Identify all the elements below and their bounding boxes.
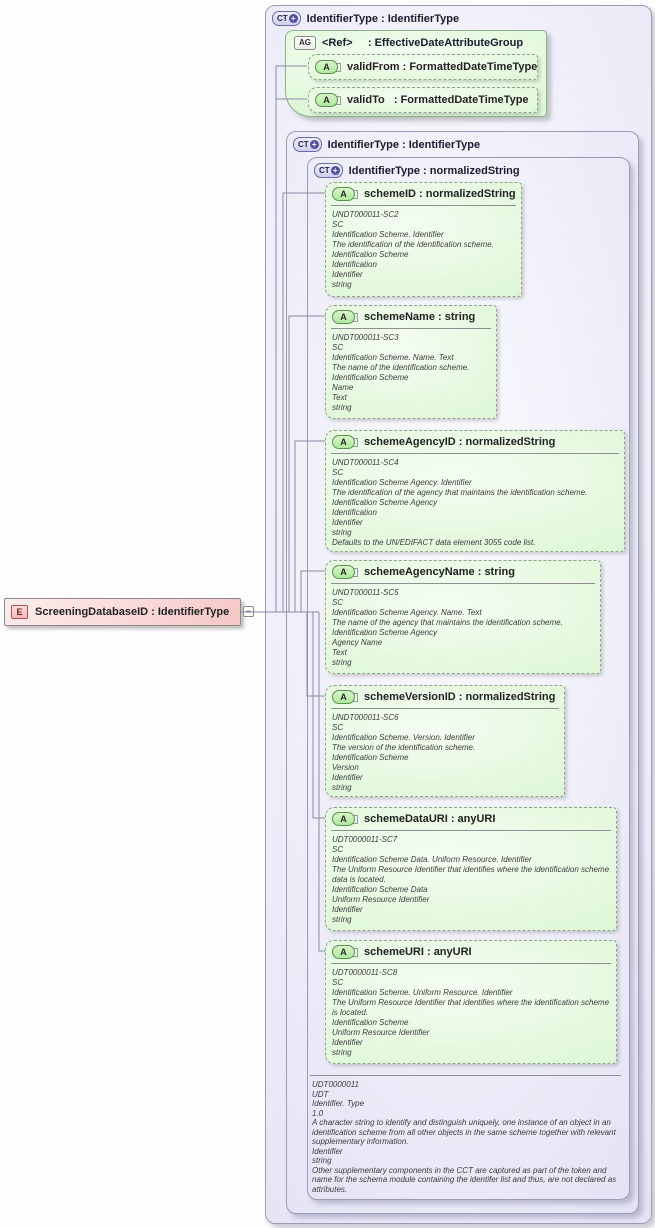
attribute-header: A schemeAgencyID : normalizedString xyxy=(326,431,624,449)
attribute-header: A schemeAgencyName : string xyxy=(326,561,600,579)
attribute-icon: A xyxy=(332,690,358,704)
attribute-header: A validTo : FormattedDateTimeType xyxy=(309,88,537,107)
attribute-header: A schemeVersionID : normalizedString xyxy=(326,686,564,704)
separator xyxy=(331,453,619,454)
attribute-title: schemeAgencyID : normalizedString xyxy=(364,435,556,448)
attribute-icon: A xyxy=(315,60,341,74)
complextype-header: CT+ IdentifierType : IdentifierType xyxy=(266,6,651,26)
attribute-icon: A xyxy=(332,435,358,449)
attribute-title: schemeAgencyName : string xyxy=(364,565,515,578)
complextype-icon[interactable]: CT+ xyxy=(314,163,343,178)
complextype-header: CT+ IdentifierType : normalizedString xyxy=(308,158,629,178)
attribute-box-validfrom[interactable]: A validFrom : FormattedDateTimeType xyxy=(308,54,538,80)
attribute-box-schemeagencyname[interactable]: A schemeAgencyName : string UNDT000011-S… xyxy=(325,560,601,674)
complextype-icon[interactable]: CT+ xyxy=(272,11,301,26)
attribute-header: A validFrom : FormattedDateTimeType xyxy=(309,55,538,74)
complextype-title: IdentifierType : normalizedString xyxy=(348,164,520,177)
expand-plus-icon: + xyxy=(309,140,319,149)
complextype-header: CT+ IdentifierType : IdentifierType xyxy=(287,132,638,152)
attribute-header: A schemeURI : anyURI xyxy=(326,941,616,959)
attribute-box-schemeagencyid[interactable]: A schemeAgencyID : normalizedString UNDT… xyxy=(325,430,625,552)
attribute-box-schemeid[interactable]: A schemeID : normalizedString UNDT000011… xyxy=(325,182,522,297)
attribute-header: A schemeID : normalizedString xyxy=(326,183,521,201)
separator xyxy=(331,328,491,329)
attribute-box-schemeversionid[interactable]: A schemeVersionID : normalizedString UND… xyxy=(325,685,565,797)
attribute-icon: A xyxy=(332,310,358,324)
attribute-title: validTo : FormattedDateTimeType xyxy=(347,93,529,106)
separator xyxy=(331,708,559,709)
attribute-title: validFrom : FormattedDateTimeType xyxy=(347,60,538,73)
expand-plus-icon: + xyxy=(330,166,340,175)
collapse-minus-button[interactable]: − xyxy=(243,606,254,617)
attribute-title: schemeID : normalizedString xyxy=(364,187,516,200)
element-title: ScreeningDatabaseID : IdentifierType xyxy=(35,606,230,618)
attribute-icon: A xyxy=(332,187,358,201)
attribute-title: schemeName : string xyxy=(364,310,476,323)
attribute-group-icon: AG xyxy=(294,36,316,50)
separator xyxy=(310,1075,621,1076)
attribute-group-header: AG <Ref> : EffectiveDateAttributeGroup xyxy=(286,31,546,50)
attribute-title: schemeURI : anyURI xyxy=(364,945,472,958)
element-icon: E xyxy=(11,605,28,619)
attribute-title: schemeVersionID : normalizedString xyxy=(364,690,556,703)
separator xyxy=(331,583,595,584)
attribute-group-box[interactable]: AG <Ref> : EffectiveDateAttributeGroup A… xyxy=(285,30,547,117)
attribute-icon: A xyxy=(332,812,358,826)
separator xyxy=(331,963,611,964)
complextype-title: IdentifierType : IdentifierType xyxy=(306,12,460,25)
element-screeningdatabaseid[interactable]: E ScreeningDatabaseID : IdentifierType xyxy=(4,598,241,626)
attribute-group-title: <Ref> : EffectiveDateAttributeGroup xyxy=(322,37,524,49)
attribute-box-validto[interactable]: A validTo : FormattedDateTimeType xyxy=(308,87,538,113)
attribute-icon: A xyxy=(332,945,358,959)
separator xyxy=(331,205,516,206)
attribute-title: schemeDataURI : anyURI xyxy=(364,812,496,825)
complextype-title: IdentifierType : IdentifierType xyxy=(327,138,481,151)
expand-plus-icon: + xyxy=(288,14,298,23)
attribute-icon: A xyxy=(332,565,358,579)
attribute-header: A schemeDataURI : anyURI xyxy=(326,808,616,826)
attribute-icon: A xyxy=(315,93,341,107)
complextype-icon[interactable]: CT+ xyxy=(293,137,322,152)
separator xyxy=(331,830,611,831)
attribute-header: A schemeName : string xyxy=(326,306,496,324)
